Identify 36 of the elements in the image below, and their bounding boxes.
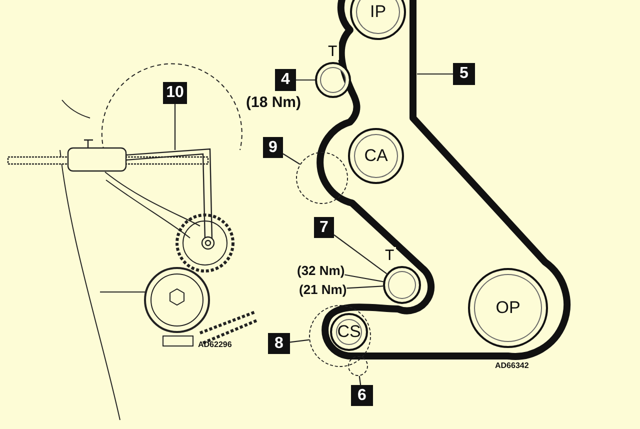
- pulley-label: OP: [496, 298, 520, 318]
- figure-code: AD62296: [198, 340, 232, 349]
- leader-line: [282, 153, 300, 165]
- leader-line: [417, 73, 453, 75]
- tensioner-tool-drawing: [7, 139, 215, 250]
- pulley: [348, 128, 404, 184]
- dashed-circle: [348, 356, 368, 376]
- torque-value: (32 Nm): [297, 263, 345, 278]
- pulley: [350, 0, 406, 40]
- torque-value: (18 Nm): [246, 94, 302, 111]
- leader-line: [174, 104, 176, 150]
- tensioner-pulley: [315, 43, 351, 98]
- leader-line: [346, 286, 384, 289]
- pulley-label: T: [326, 43, 340, 60]
- callout-number: 10: [163, 82, 187, 104]
- pulley-label: IP: [370, 2, 386, 22]
- leader-line: [290, 339, 310, 343]
- callout-number: 4: [275, 69, 296, 91]
- tensioner-pulley: [383, 247, 421, 304]
- figure-code: AD66342: [495, 361, 529, 370]
- leader-line: [334, 234, 388, 274]
- pulley-label: CA: [364, 146, 388, 166]
- leader-line: [344, 274, 384, 282]
- leader-line: [296, 79, 315, 81]
- pulley: [468, 268, 548, 348]
- callout-number: 6: [351, 385, 373, 406]
- leader-line: [358, 376, 362, 386]
- callout-number: 8: [268, 333, 290, 354]
- torque-value: (21 Nm): [299, 282, 347, 297]
- callout-number: 9: [263, 137, 283, 158]
- dashed-circle: [296, 152, 348, 204]
- dashed-circle: [309, 305, 371, 367]
- callout-number: 7: [314, 217, 334, 238]
- pulley-label: CS: [337, 322, 361, 342]
- callout-number: 5: [453, 63, 475, 85]
- pulley: [330, 313, 368, 351]
